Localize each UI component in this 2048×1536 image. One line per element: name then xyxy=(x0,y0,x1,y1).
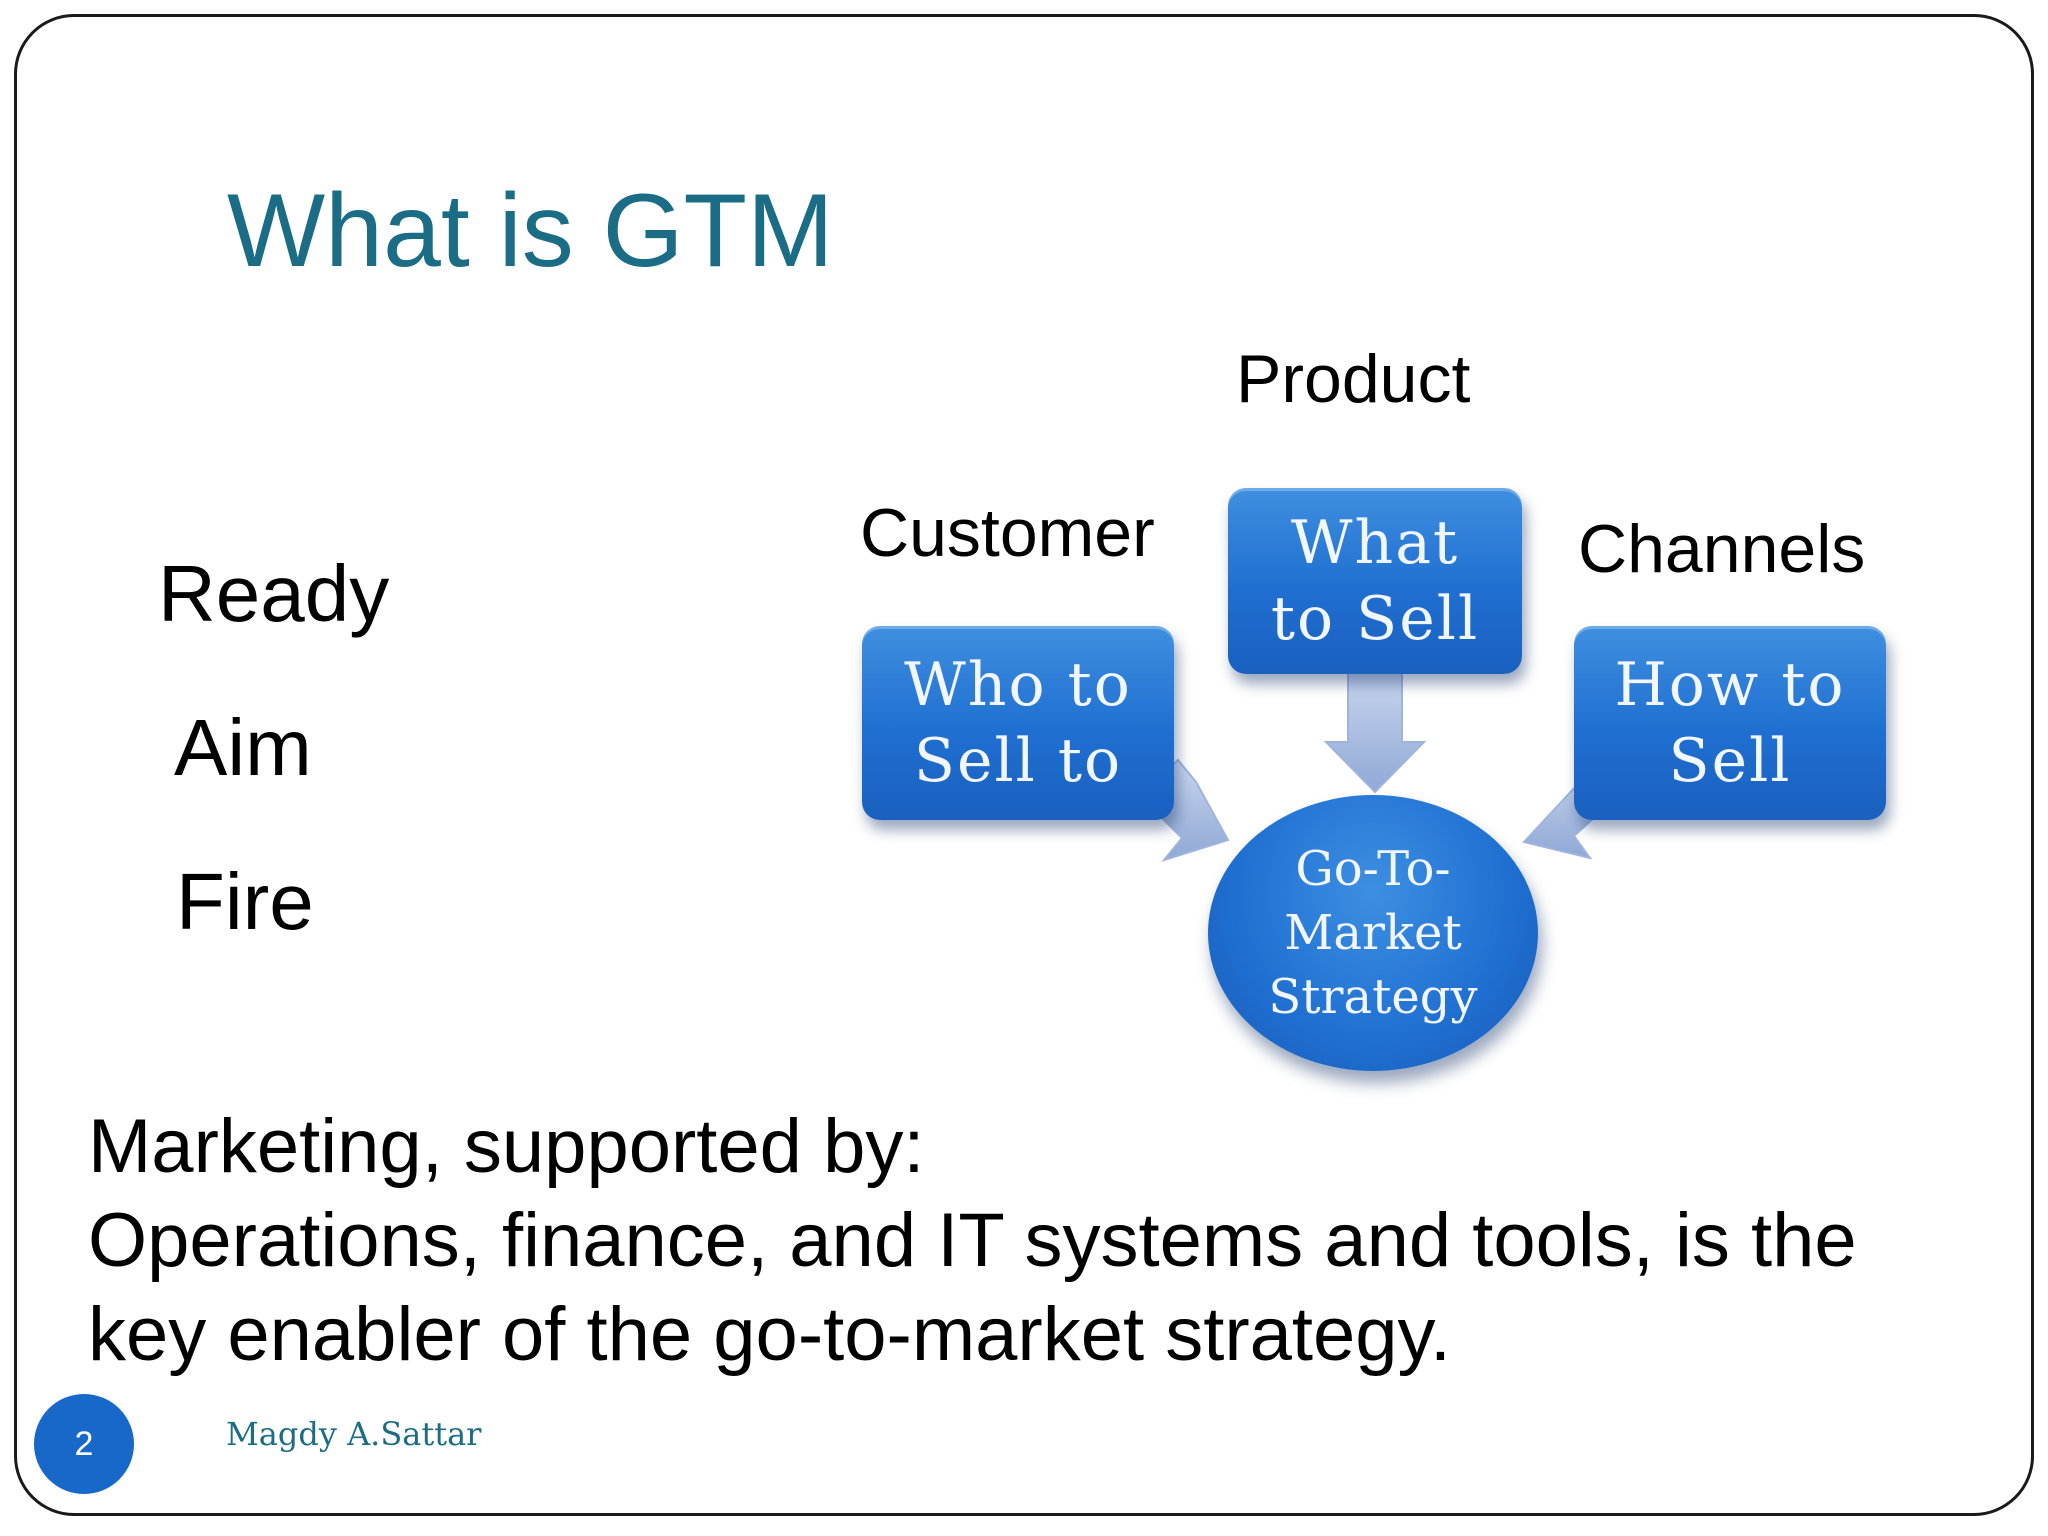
what-box-line1: What xyxy=(1290,508,1460,578)
arrow-down xyxy=(1323,671,1427,794)
center-line2: Market xyxy=(1284,905,1462,961)
body-line-1: Marketing, supported by: xyxy=(88,1104,925,1189)
customer-label: Customer xyxy=(860,495,1155,571)
step-ready: Ready xyxy=(158,549,390,638)
body-paragraph: Marketing, supported by: Operations, fin… xyxy=(88,1100,1857,1382)
center-line1: Go-To- xyxy=(1295,841,1451,897)
author-footer: Magdy A.Sattar xyxy=(226,1415,482,1453)
center-line3: Strategy xyxy=(1268,969,1478,1025)
how-to-sell-box: How to Sell xyxy=(1574,626,1886,820)
page-number-badge: 2 xyxy=(34,1394,134,1494)
step-aim: Aim xyxy=(174,703,312,792)
who-to-sell-to-box: Who to Sell to xyxy=(862,626,1174,820)
product-label: Product xyxy=(1236,341,1471,417)
slide-title: What is GTM xyxy=(227,173,834,289)
how-box-line2: Sell xyxy=(1668,726,1792,796)
who-box-line1: Who to xyxy=(904,650,1132,720)
who-box-line2: Sell to xyxy=(913,726,1123,796)
step-fire: Fire xyxy=(176,857,314,946)
body-line-3: key enabler of the go-to-market strategy… xyxy=(88,1292,1452,1377)
body-line-2: Operations, finance, and IT systems and … xyxy=(88,1198,1857,1283)
what-box-line2: to Sell xyxy=(1270,584,1480,654)
how-box-line1: How to xyxy=(1614,650,1846,720)
channels-label: Channels xyxy=(1578,511,1866,587)
go-to-market-strategy-circle: Go-To- Market Strategy xyxy=(1208,795,1538,1071)
what-to-sell-box: What to Sell xyxy=(1228,488,1522,674)
